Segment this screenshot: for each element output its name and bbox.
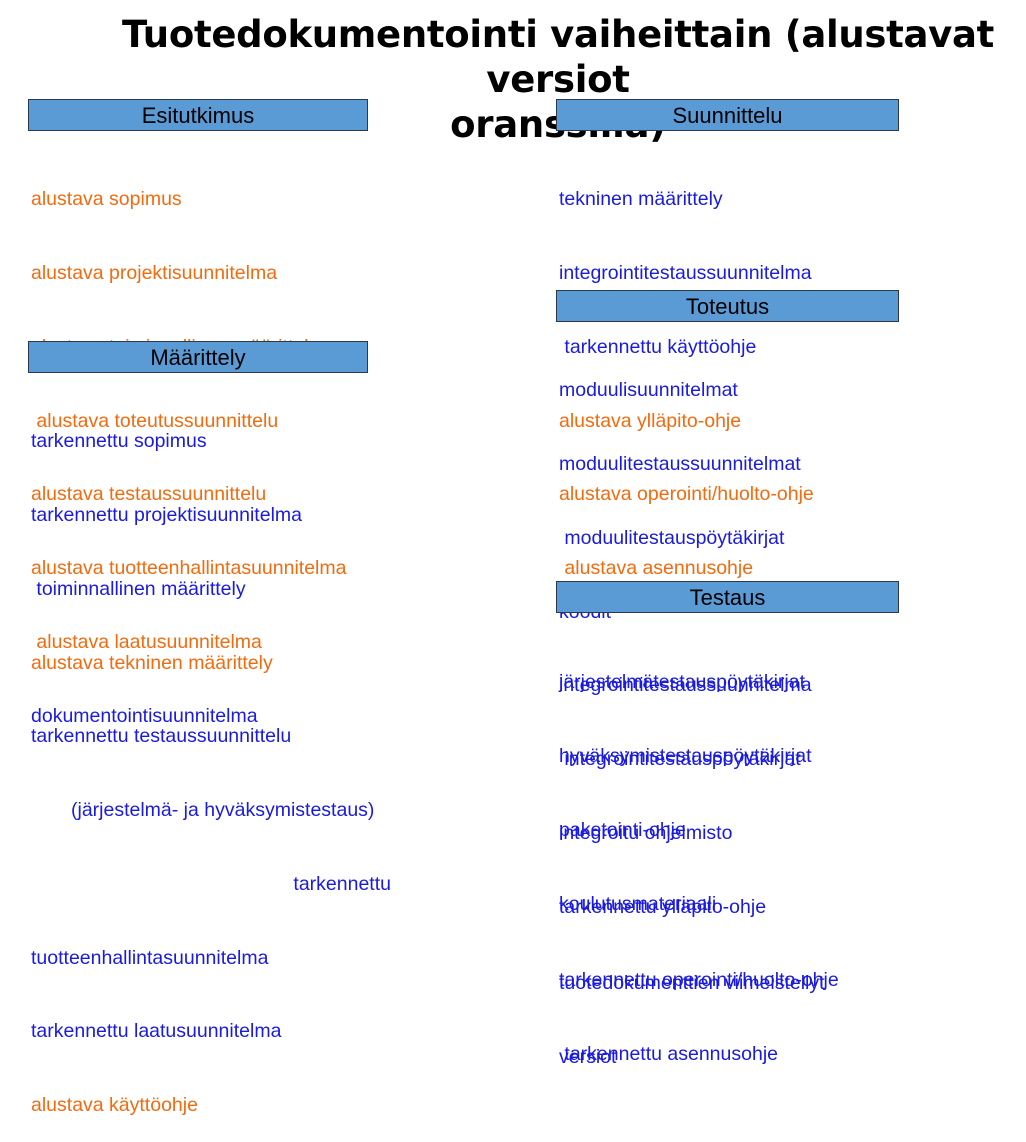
page-title: Tuotedokumentointi vaiheittain (alustava… bbox=[90, 12, 1026, 147]
section-header-testaus: Testaus bbox=[556, 581, 899, 613]
list-item: integrointitestaussuunnitelma bbox=[559, 674, 812, 697]
list-item: moduulitestaussuunnitelmat bbox=[559, 452, 801, 475]
list-item: tarkennettu testaussuunnittelu bbox=[31, 725, 292, 748]
list-item: moduulitestauspöytäkirjat bbox=[559, 526, 785, 549]
section-header-toteutus: Toteutus bbox=[556, 290, 899, 322]
list-item: alustava operointi/huolto-ohje bbox=[559, 483, 814, 506]
list-item: tarkennettu sopimus bbox=[31, 430, 207, 453]
list-item: tarkennettu bbox=[293, 872, 391, 895]
list-item: moduulisuunnitelmat bbox=[559, 379, 738, 402]
list-item: alustava asennusohje bbox=[559, 557, 754, 580]
section-list-testaus: järjestelmätestauspöytäkirjat hyväksymis… bbox=[559, 621, 825, 1094]
list-item: integrointitestauspöytäkirjat bbox=[559, 748, 801, 771]
list-item: järjestelmätestauspöytäkirjat bbox=[559, 671, 806, 694]
list-item: alustava sopimus bbox=[31, 188, 182, 211]
list-item: alustava toteutussuunnittelu bbox=[31, 409, 279, 432]
section-header-maarittely: Määrittely bbox=[28, 341, 368, 373]
section-list-suunnittelu: tekninen määrittely integrointitestaussu… bbox=[559, 138, 814, 605]
section-header-esitutkimus: Esitutkimus bbox=[28, 99, 368, 131]
list-item: koulutusmateriaali bbox=[559, 892, 717, 915]
list-item: alustava tuotteenhallintasuunnitelma bbox=[31, 557, 347, 580]
list-item: tarkennettu käyttöohje bbox=[559, 335, 757, 358]
list-item: alustava projektisuunnitelma bbox=[31, 261, 278, 284]
list-item: integrointitestaussuunnitelma bbox=[559, 261, 812, 284]
list-item: (järjestelmä- ja hyväksymistestaus) bbox=[71, 799, 375, 822]
list-item: alustava tekninen määrittely bbox=[31, 651, 273, 674]
list-item: tuotedokumenttien viimeistellyt bbox=[559, 972, 825, 995]
list-item: versiot bbox=[559, 1046, 617, 1069]
list-item: tuotteenhallintasuunnitelma bbox=[31, 946, 269, 969]
section-list-maarittely: tarkennettu sopimus tarkennettu projekti… bbox=[31, 380, 391, 1142]
section-header-suunnittelu: Suunnittelu bbox=[556, 99, 899, 131]
list-item: dokumentointisuunnitelma bbox=[31, 704, 258, 727]
list-item: paketointi-ohje bbox=[559, 818, 686, 841]
list-item: alustava laatusuunnitelma bbox=[31, 630, 262, 653]
list-item: tarkennettu laatusuunnitelma bbox=[31, 1020, 282, 1043]
list-item: alustava testaussuunnittelu bbox=[31, 483, 267, 506]
list-item: alustava käyttöohje bbox=[31, 1094, 198, 1117]
list-item: toiminnallinen määrittely bbox=[31, 577, 246, 600]
list-item: alustava ylläpito-ohje bbox=[559, 409, 742, 432]
list-item: hyväksymistestauspöytäkirjat bbox=[559, 744, 812, 767]
list-item: tarkennettu projektisuunnitelma bbox=[31, 503, 302, 526]
list-item: tekninen määrittely bbox=[559, 188, 723, 211]
title-line-1: Tuotedokumentointi vaiheittain (alustava… bbox=[121, 13, 995, 101]
